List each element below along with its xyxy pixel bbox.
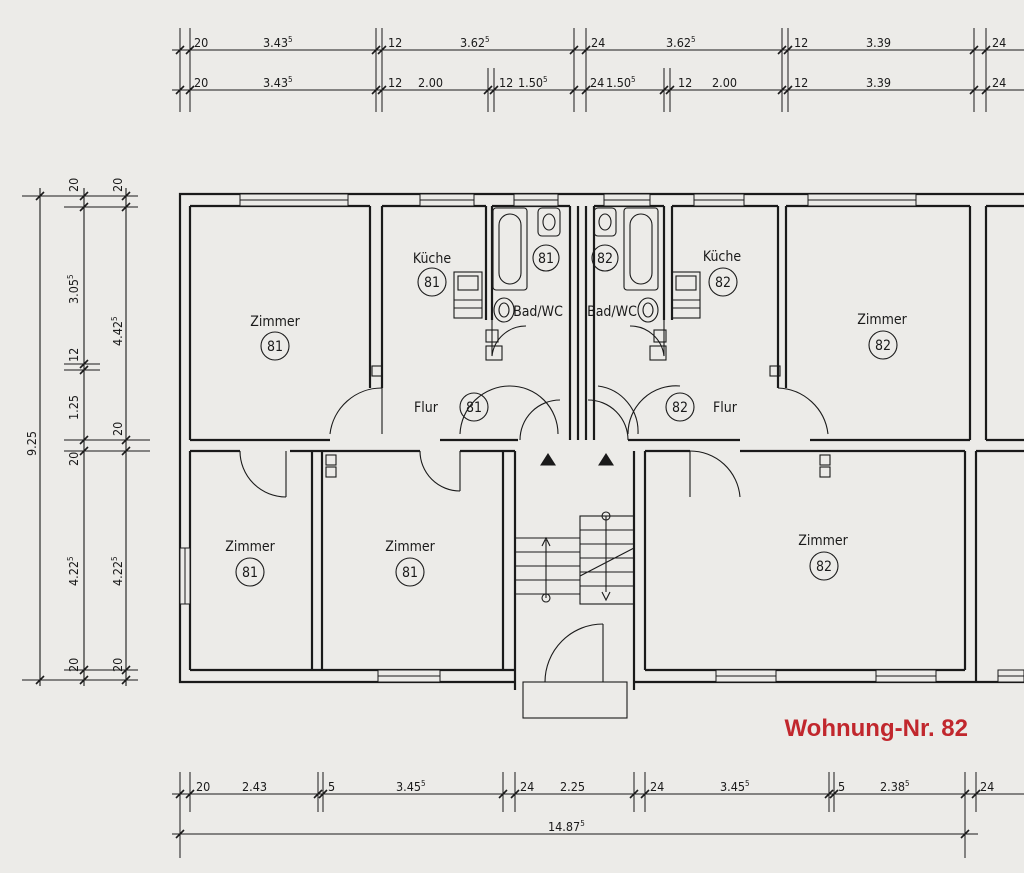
top-dim-1-1: 20 [194, 35, 208, 50]
top-dim-2-5: 12 [499, 75, 513, 90]
left-dim-1-2: 3.055 [66, 274, 81, 304]
left-dimension-chain: 9.25 20 3.055 12 1.25 20 4.225 20 20 4.4… [22, 178, 150, 686]
room-number-circle [809, 551, 839, 581]
windows [179, 193, 1024, 683]
room-label-flur-82: Flur [713, 400, 738, 416]
left-dim-2-2: 4.425 [110, 316, 125, 346]
room-number-81-c: 81 [402, 565, 418, 581]
room-number-circle [260, 331, 290, 361]
room-number-81-kueche: 81 [424, 275, 440, 291]
room-number-82-b: 82 [816, 559, 832, 575]
top-dim-2-6: 1.505 [518, 75, 548, 90]
room-label-zimmer-81-c: Zimmer [385, 539, 435, 555]
room-number-circle [395, 557, 425, 587]
room-number-82-kueche: 82 [715, 275, 731, 291]
room-number-82-a: 82 [875, 338, 891, 354]
bottom-dim-11: 24 [980, 779, 994, 794]
room-number-circle [868, 330, 898, 360]
top-dim-2-1: 20 [194, 75, 208, 90]
bottom-dim-2: 2.43 [242, 779, 267, 794]
room-label-zimmer-81-b: Zimmer [225, 539, 275, 555]
left-dim-1-6: 4.225 [66, 556, 81, 586]
bottom-dim-6: 2.25 [560, 779, 585, 794]
left-dim-2-5: 20 [110, 658, 125, 672]
room-number-81-flur: 81 [466, 400, 482, 416]
top-dim-2-13: 24 [992, 75, 1006, 90]
top-dim-2-11: 12 [794, 75, 808, 90]
room-number-81-a: 81 [267, 339, 283, 355]
room-number-82-bad: 82 [597, 251, 613, 267]
room-label-zimmer-82-b: Zimmer [798, 533, 848, 549]
top-dim-2-4: 2.00 [418, 75, 443, 90]
room-number-circle [708, 267, 738, 297]
room-label-zimmer-81-a: Zimmer [250, 314, 300, 330]
room-number-circle [417, 267, 447, 297]
room-label-kueche-81: Küche [413, 251, 451, 267]
top-dim-1-9: 24 [992, 35, 1006, 50]
top-dim-2-9: 12 [678, 75, 692, 90]
bathroom-fixtures [485, 207, 667, 361]
left-dim-2-4: 4.225 [110, 556, 125, 586]
top-dim-1-3: 12 [388, 35, 402, 50]
room-number-circle [235, 557, 265, 587]
top-dim-2-8: 1.505 [606, 75, 636, 90]
room-number-circle [459, 392, 489, 422]
room-label-bad-82: Bad/WC [587, 304, 637, 320]
top-dim-2-12: 3.39 [866, 75, 891, 90]
bottom-dimension-chain: 20 2.43 5 3.455 24 2.25 24 3.455 5 2.385… [172, 772, 1024, 858]
walls [178, 192, 1024, 690]
top-dimension-chain: 20 3.435 12 3.625 24 3.625 12 3.39 24 20… [172, 28, 1024, 112]
room-label-flur-81: Flur [414, 400, 439, 416]
bottom-dim-10: 2.385 [880, 779, 910, 794]
left-dim-1-7: 20 [66, 658, 81, 672]
top-dim-1-4: 3.625 [460, 35, 490, 50]
room-number-circle [591, 244, 619, 272]
room-number-81-bad: 81 [538, 251, 554, 267]
left-dim-1-1: 20 [66, 178, 81, 192]
top-dim-1-7: 12 [794, 35, 808, 50]
room-number-circle [665, 392, 695, 422]
bottom-dim-7: 24 [650, 779, 664, 794]
staircase [515, 452, 635, 719]
apartment-number-title: Wohnung-Nr. 82 [784, 715, 968, 742]
room-number-circle [532, 244, 560, 272]
bottom-dim-4: 3.455 [396, 779, 426, 794]
doors [239, 320, 829, 683]
bottom-dim-9: 5 [838, 779, 845, 794]
room-labels: Zimmer 81 Küche 81 Bad/WC 81 Flur 81 Zim… [225, 244, 908, 587]
top-dim-1-5: 24 [591, 35, 605, 50]
left-dim-1-3: 12 [66, 348, 81, 362]
kitchen-fixtures [325, 271, 831, 478]
bottom-dim-1: 20 [196, 779, 210, 794]
room-number-81-b: 81 [242, 565, 258, 581]
top-dim-1-2: 3.435 [263, 35, 293, 50]
top-dim-1-8: 3.39 [866, 35, 891, 50]
room-label-zimmer-82-a: Zimmer [857, 312, 907, 328]
room-label-bad-81: Bad/WC [513, 304, 563, 320]
room-number-82-flur: 82 [672, 400, 688, 416]
top-dim-2-3: 12 [388, 75, 402, 90]
left-dim-2-1: 20 [110, 178, 125, 192]
top-dim-2-10: 2.00 [712, 75, 737, 90]
left-dim-1-4: 1.25 [66, 395, 81, 420]
total-depth-label: 9.25 [24, 431, 39, 456]
room-label-kueche-82: Küche [703, 249, 741, 265]
total-width-label: 14.875 [548, 819, 585, 834]
left-dim-1-5: 20 [66, 452, 81, 466]
bottom-dim-3: 5 [328, 779, 335, 794]
top-dim-2-7: 24 [590, 75, 604, 90]
bottom-dim-5: 24 [520, 779, 534, 794]
bottom-dim-8: 3.455 [720, 779, 750, 794]
top-dim-1-6: 3.625 [666, 35, 696, 50]
left-dim-2-3: 20 [110, 422, 125, 436]
top-dim-2-2: 3.435 [263, 75, 293, 90]
